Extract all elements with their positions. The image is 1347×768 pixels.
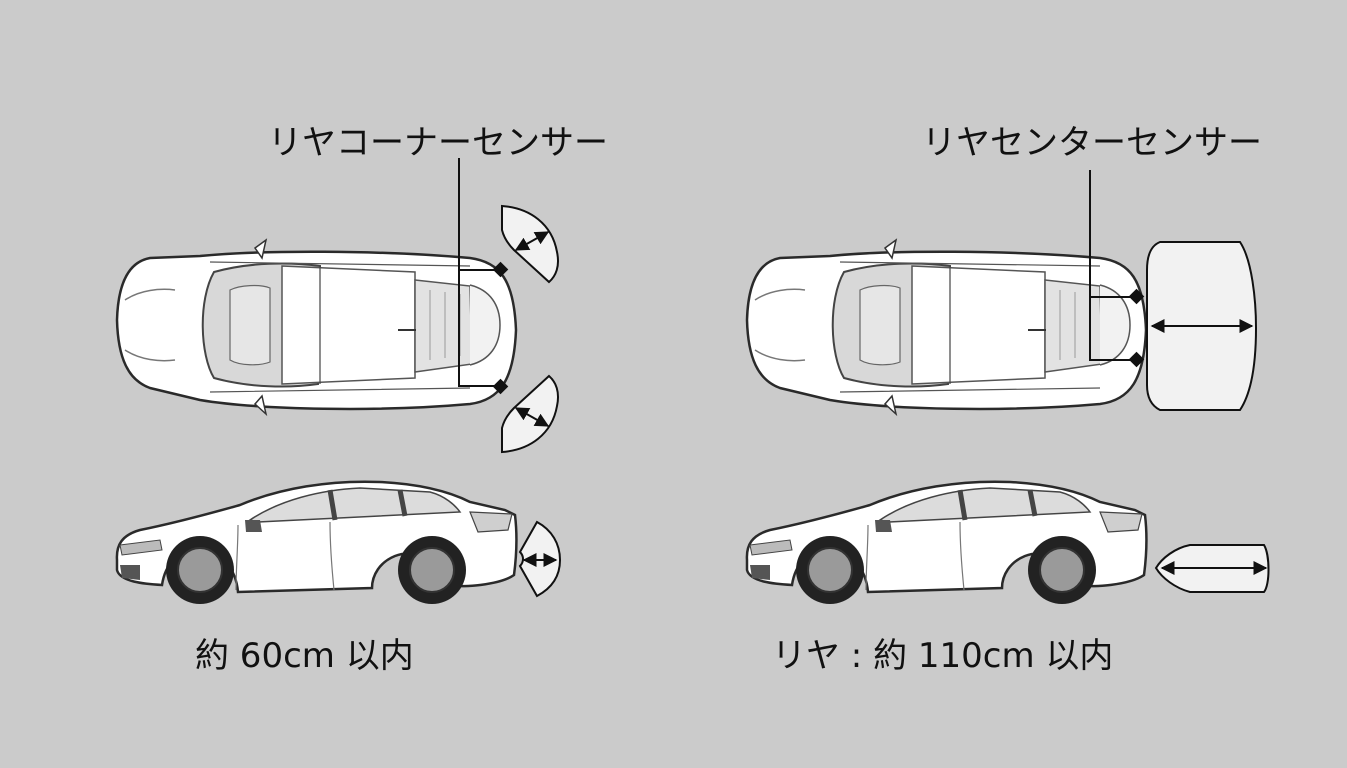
rear-center-sensor-label: リヤセンターセンサー [922,123,1262,163]
center-sensor-marker-lower [1128,351,1145,368]
corner-range-arrow-lower [514,407,550,427]
corner-zone-upper [501,204,559,284]
left-top-car [115,238,518,416]
right-side-car [747,482,1147,604]
rear-corner-sensor-label: リヤコーナーセンサー [268,123,608,163]
center-range-label: リヤ : 約 110cm 以内 [772,636,1114,676]
corner-range-arrow-upper [514,231,550,251]
center-sensor-marker-upper [1128,288,1145,305]
corner-sensor-leader-line [458,158,500,387]
center-sensor-leader-line [1089,170,1136,361]
corner-zone-lower [501,374,559,454]
left-side-car [117,482,517,604]
corner-range-label: 約 60cm 以内 [195,636,414,676]
right-top-car [745,238,1148,416]
